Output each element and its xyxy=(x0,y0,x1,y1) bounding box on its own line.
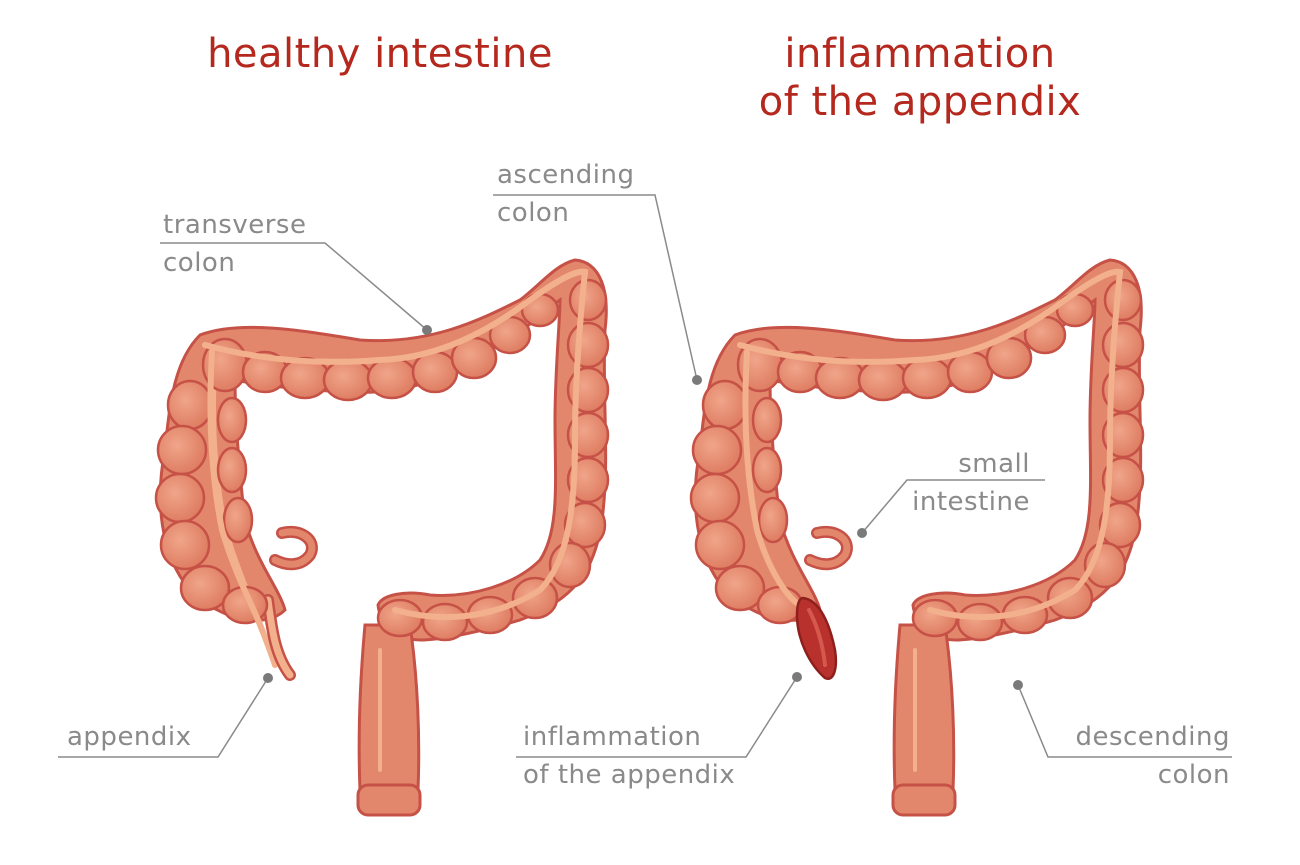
label-descending-line-2: colon xyxy=(1157,760,1230,790)
leader-lines xyxy=(58,194,1232,758)
title-inflamed-line-1: inflammation xyxy=(784,31,1056,77)
label-inflammation-appendix: inflammation of the appendix xyxy=(523,718,735,794)
healthy-colon xyxy=(154,258,610,817)
healthy-rectum xyxy=(357,623,421,808)
label-inflamed-line-1: inflammation xyxy=(523,722,702,752)
label-appendix: appendix xyxy=(67,722,192,752)
leader-dots xyxy=(263,325,1023,690)
inflamed-rectum xyxy=(892,623,956,808)
label-small-line-2: intestine xyxy=(912,487,1030,517)
title-healthy-intestine: healthy intestine xyxy=(207,31,553,77)
label-transverse-line-2: colon xyxy=(163,248,236,278)
label-small-intestine: small intestine xyxy=(900,445,1030,521)
label-descending-colon: descending colon xyxy=(1040,718,1230,794)
label-transverse-line-1: transverse xyxy=(163,210,307,240)
inflamed-appendix xyxy=(795,596,838,680)
title-inflamed-line-2: of the appendix xyxy=(758,79,1082,125)
label-ascending-colon: ascending colon xyxy=(497,156,634,232)
label-transverse-colon: transverse colon xyxy=(163,206,306,282)
title-inflamed-appendix: inflammation of the appendix xyxy=(700,30,1140,126)
label-ascending-line-2: colon xyxy=(497,198,570,228)
label-inflamed-line-2: of the appendix xyxy=(523,760,736,790)
label-descending-line-1: descending xyxy=(1075,722,1230,752)
inflamed-colon xyxy=(689,258,1145,817)
label-ascending-line-1: ascending xyxy=(497,160,635,190)
label-small-line-1: small xyxy=(958,449,1030,479)
